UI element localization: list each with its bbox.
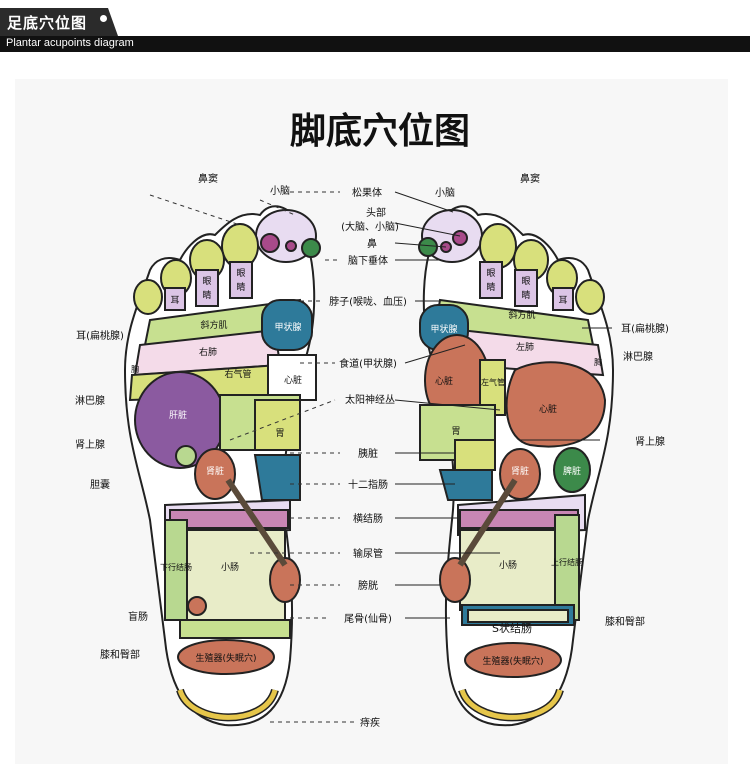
label-right-ear: 耳(扁桃腺) [621,322,669,335]
label-left-cerebellum: 小脑 [270,184,290,197]
zone-left-chest: 胸 [131,364,139,374]
label-left-ear: 耳(扁桃腺) [76,329,124,342]
label-right-cerebellum: 小脑 [435,186,455,199]
zone-right-stomach: 胃 [451,426,460,437]
zone-left-kidney: 肾脏 [206,465,224,477]
zone-left-eye-2: 睛 [202,290,211,301]
zone-right-heart-small: 心脏 [435,375,453,387]
label-bladder: 膀胱 [358,579,378,592]
label-hemorrhoids: 痔疾 [360,716,380,729]
zone-right-kidney: 肾脏 [511,465,529,477]
zone-right-chest: 胸 [594,357,602,367]
zone-left-eye-1: 眼 [202,276,211,287]
zone-left-small-intestine: 小肠 [221,562,239,573]
zone-right-eye-1: 眼 [486,268,495,279]
zone-right-trapezius: 斜方肌 [508,309,535,321]
zone-right-ascending-colon: 上行结肠 [551,557,583,567]
zone-left-eye-4: 睛 [236,282,245,293]
label-left-knee: 膝和臀部 [100,648,140,661]
label-pituitary: 脑下垂体 [348,254,388,267]
zone-left-bronchus: 右气管 [224,368,251,380]
zone-left-heart: 心脏 [284,374,302,386]
label-head: 头部 [366,206,386,219]
label-duodenum: 十二指肠 [348,478,388,491]
label-coccyx: 尾骨(仙骨) [344,612,392,625]
zone-left-eye-3: 眼 [236,268,245,279]
label-right-sinus: 鼻窦 [520,172,540,185]
zone-right-thyroid: 甲状腺 [430,323,457,335]
zone-left-ear: 耳 [170,295,179,306]
label-neck: 脖子(喉咙、血压) [329,295,407,308]
zone-right-eye-2: 睛 [486,282,495,293]
label-solar-plexus: 太阳神经丛 [345,393,395,406]
zone-right-small-intestine: 小肠 [499,560,517,571]
zone-left-descending-colon: 下行结肠 [160,562,192,572]
zone-left-lung: 右肺 [199,346,217,358]
diagram-title: 脚底穴位图 [290,111,470,152]
label-left-lymph: 淋巴腺 [75,394,105,407]
label-pineal: 松果体 [352,186,382,199]
label-right-lymph: 淋巴腺 [623,350,653,363]
label-nose-center: 鼻 [367,237,377,250]
zone-right-eye-4: 睛 [521,290,530,301]
zone-right-lung: 左肺 [516,341,534,353]
label-right-adrenal: 肾上腺 [635,435,665,448]
label-right-knee: 膝和臀部 [605,615,645,628]
zone-left-thyroid: 甲状腺 [274,321,301,333]
label-left-adrenal: 肾上腺 [75,438,105,451]
label-pancreas: 胰脏 [358,447,378,460]
zone-right-ear: 耳 [558,295,567,306]
zone-left-stomach: 胃 [275,428,284,439]
label-left-gallbladder: 胆囊 [90,478,110,491]
left-foot [125,206,320,725]
zone-left-liver: 肝脏 [169,409,187,421]
zone-right-sigmoid-colon: S状结肠 [492,621,532,635]
zone-left-trapezius: 斜方肌 [200,319,227,331]
label-transverse-colon: 横结肠 [353,512,383,525]
zone-right-genitals: 生殖器(失眠穴) [482,655,543,667]
label-ureter: 输尿管 [353,547,383,560]
label-left-cecum: 盲肠 [128,610,148,623]
zone-right-spleen: 脾脏 [563,465,581,477]
label-left-sinus: 鼻窦 [198,172,218,185]
label-esophagus: 食道(甲状腺) [339,357,397,370]
zone-right-heart: 心脏 [539,403,557,415]
zone-right-eye-3: 眼 [521,276,530,287]
zone-right-bronchus: 左气管 [481,377,505,387]
label-brain: (大脑、小脑) [341,220,399,233]
right-foot [419,206,613,725]
zone-left-genitals: 生殖器(失眠穴) [195,652,256,664]
